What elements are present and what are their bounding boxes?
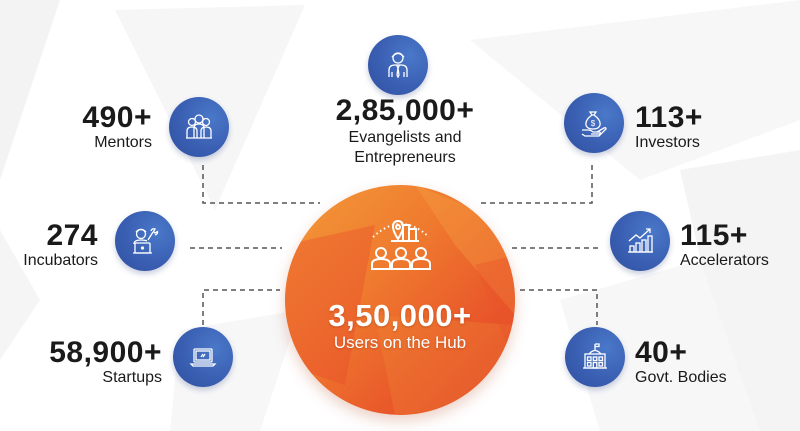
mentors-icon-circle	[169, 97, 229, 157]
incubators-icon-circle	[115, 211, 175, 271]
stat-value: 274	[46, 219, 98, 252]
hub-circle: 3,50,000+ Users on the Hub	[285, 185, 515, 415]
stat-accelerators: 115+ Accelerators	[680, 221, 798, 269]
stat-label: Investors	[635, 134, 700, 151]
stat-value: 58,900+	[49, 336, 162, 369]
hub-label: Users on the Hub	[333, 333, 467, 352]
users-location-hub-icon	[371, 219, 431, 270]
stat-label: Incubators	[23, 252, 98, 269]
stat-label-line2: Entrepreneurs	[354, 149, 456, 166]
stat-mentors: 490+ Mentors	[40, 103, 152, 151]
evangelists-icon-circle	[368, 35, 428, 95]
money-bag-hand-icon: $	[581, 111, 607, 137]
stat-startups: 58,900+ Startups	[20, 338, 162, 386]
stat-label-line1: Evangelists and	[348, 129, 462, 146]
stat-value: 2,85,000+	[335, 94, 475, 127]
accelerators-icon-circle	[610, 211, 670, 271]
government-building-icon	[583, 343, 607, 369]
stat-value: 40+	[635, 336, 688, 369]
stat-label: Mentors	[94, 134, 152, 151]
stat-govt-bodies: 40+ Govt. Bodies	[635, 338, 765, 386]
entrepreneur-person-icon	[388, 52, 408, 79]
stat-label: Accelerators	[680, 252, 769, 269]
stat-value: 115+	[680, 219, 748, 252]
hub-value: 3,50,000+	[328, 298, 472, 333]
stat-label: Govt. Bodies	[635, 369, 727, 386]
stat-investors: 113+ Investors	[635, 103, 755, 151]
investors-icon-circle: $	[564, 93, 624, 153]
stat-evangelists: 2,85,000+ Evangelists and Entrepreneurs	[300, 96, 510, 166]
stat-value: 113+	[635, 101, 703, 134]
stat-value: 490+	[82, 101, 152, 134]
mentors-group-icon	[186, 114, 212, 139]
govt-icon-circle	[565, 327, 625, 387]
hub-facets	[285, 185, 515, 415]
startups-icon-circle	[173, 327, 233, 387]
stat-label: Startups	[102, 369, 162, 386]
stat-incubators: 274 Incubators	[0, 221, 98, 269]
svg-text:$: $	[591, 119, 596, 128]
laptop-icon	[189, 348, 217, 367]
growth-chart-icon	[628, 228, 653, 253]
mechanic-laptop-icon	[133, 228, 159, 254]
